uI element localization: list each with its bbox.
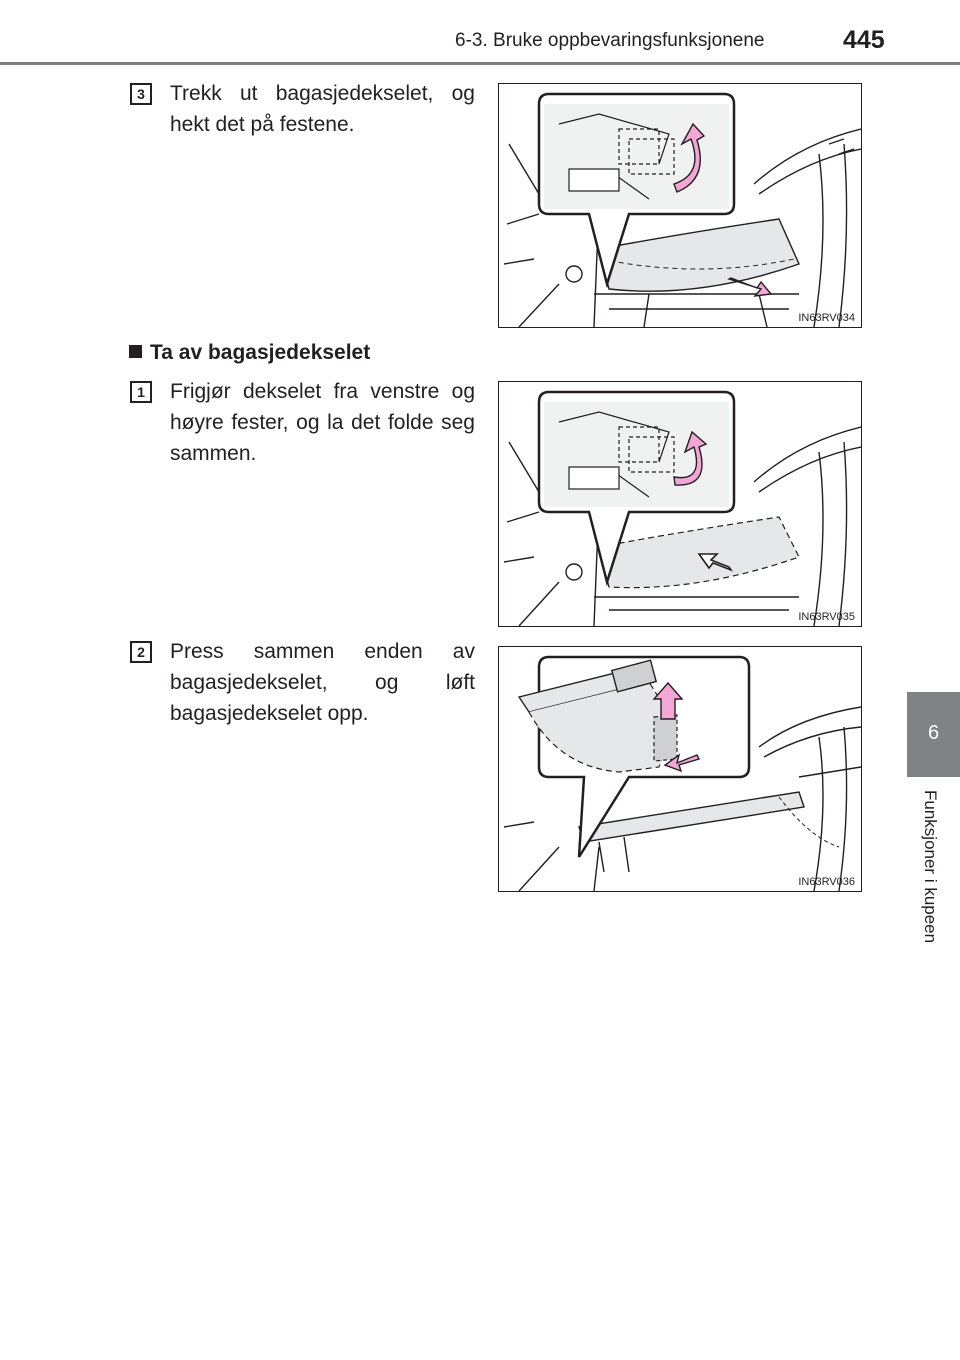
page-number: 445 [843,26,885,54]
illustration-release-cover [503,390,861,626]
section-heading-text: Ta av bagasjedekselet [150,341,371,364]
chapter-title-vertical: Funksjoner i kupeen [910,790,950,975]
section-heading: Ta av bagasjedekselet [129,341,370,365]
step-1-text: Frigjør dekselet fra venstre og høyre fe… [170,380,475,465]
figure-code: IN63RV036 [798,876,855,888]
push-arrow-icon [697,553,734,572]
figure-release-cover: IN63RV035 [498,381,862,627]
chapter-tab: 6 [907,692,960,777]
illustration-pull-out-cover [503,92,861,327]
step-number-box: 3 [130,83,152,105]
figure-code: IN63RV035 [798,611,855,623]
lift-arrow-icon [652,681,684,720]
header-section-title: 6-3. Bruke oppbevaringsfunksjonene [455,30,765,51]
square-bullet-icon [129,345,142,358]
figure-lift-cover: IN63RV036 [498,646,862,892]
figure-pull-out-cover: IN63RV034 [498,83,862,328]
step-number-box: 2 [130,641,152,663]
chapter-number: 6 [927,722,940,744]
squeeze-arrow-icon [663,753,700,773]
curved-arrow-icon [673,430,708,486]
pull-arrow-icon [727,277,773,297]
chapter-title: Funksjoner i kupeen [921,790,940,944]
step-number-box: 1 [130,381,152,403]
illustration-lift-cover [503,655,861,891]
header-divider [0,62,960,65]
step-3-text: Trekk ut bagasjedekselet, og hekt det på… [170,82,475,136]
step-2-text: Press sammen enden av bagasjedekselet, o… [170,640,475,725]
figure-code: IN63RV034 [798,312,855,324]
curved-arrow-icon [673,122,706,193]
